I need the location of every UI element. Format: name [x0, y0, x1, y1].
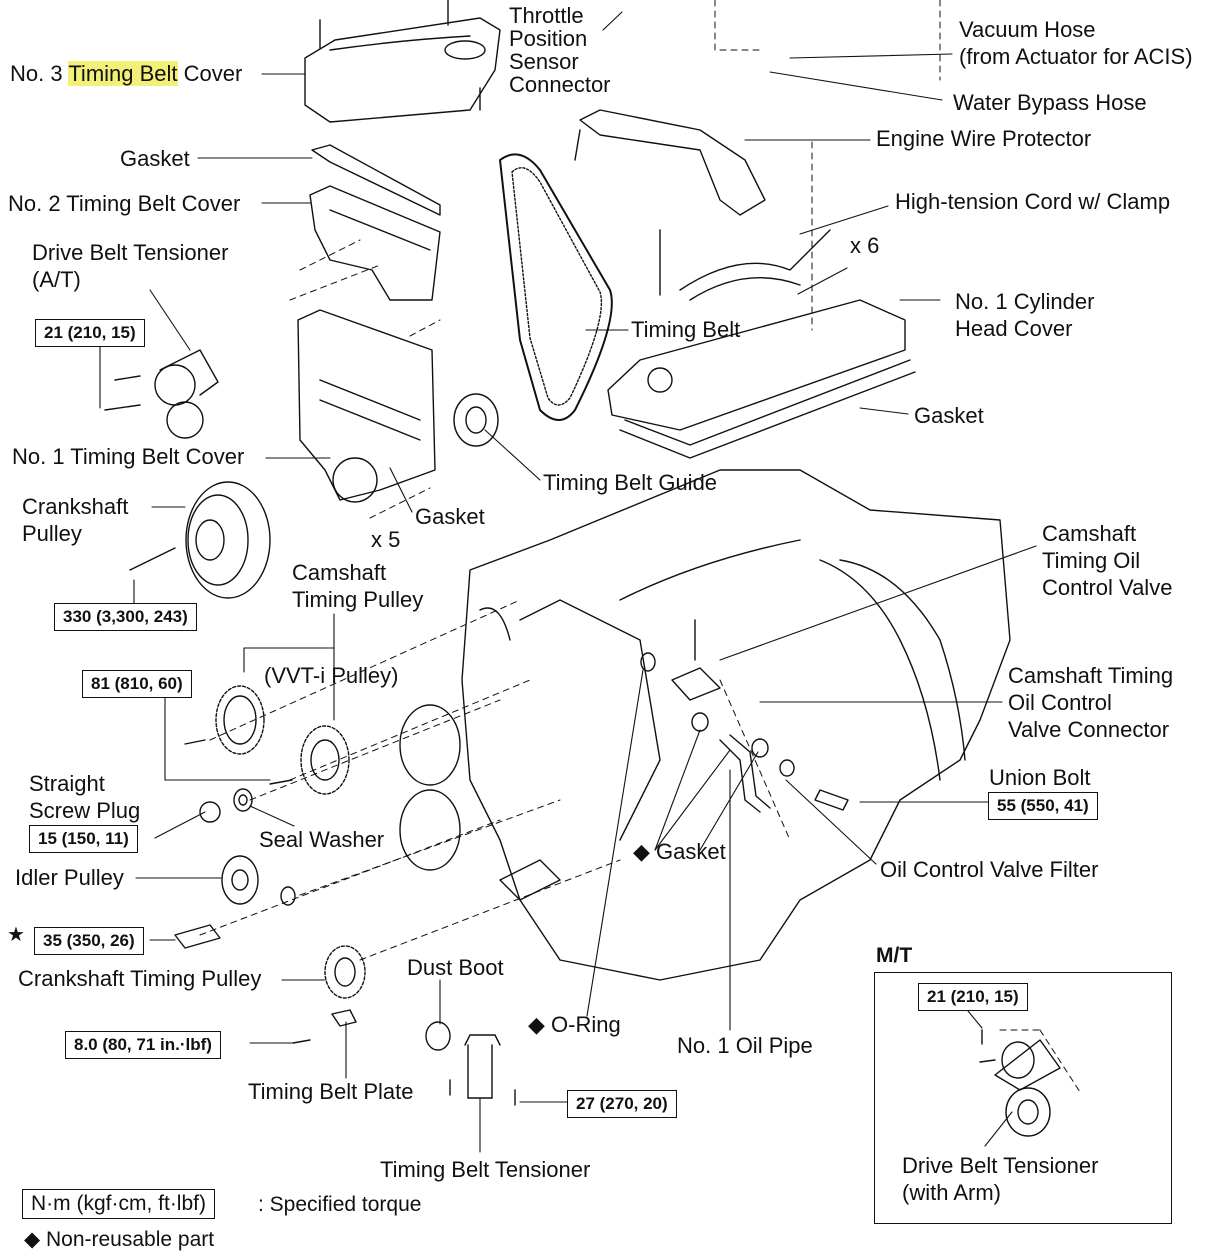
label-high-tension-cord: High-tension Cord w/ Clamp	[895, 189, 1171, 214]
label-no1-cylinder-head-cover: No. 1 Cylinder Head Cover	[955, 289, 1095, 341]
no3-timing-belt-cover	[304, 0, 501, 123]
oil-control-valve-shape	[640, 619, 849, 813]
torque-box-idler-pulley: 35 (350, 26)	[34, 927, 144, 955]
label-oil-control-valve-filter: Oil Control Valve Filter	[880, 857, 1099, 882]
label-x6: x 6	[850, 233, 880, 258]
legend-torque-unit-box: N·m (kgf·cm, ft·lbf)	[22, 1189, 215, 1219]
label-no2-timing-belt-cover: No. 2 Timing Belt Cover	[8, 191, 241, 216]
label-valve-connector: Camshaft Timing Oil Control Valve Connec…	[1008, 663, 1174, 742]
engine-wire-protector-shape	[574, 109, 766, 216]
label-crankshaft-pulley: Crankshaft Pulley	[22, 494, 129, 546]
label-gasket-head-cover: Gasket	[914, 403, 984, 428]
mt-drive-belt-tensioner-shape	[979, 1029, 1061, 1137]
star-symbol-icon: ★	[7, 924, 25, 946]
label-seal-washer: Seal Washer	[259, 827, 385, 852]
cylinder-head-cover-shape	[607, 229, 916, 459]
crankshaft-pulley-shape	[129, 481, 271, 599]
torque-box-tensioner: 27 (270, 20)	[567, 1090, 677, 1118]
timing-belt-shape	[499, 153, 613, 421]
label-x5: x 5	[371, 527, 401, 552]
label-drive-belt-tensioner-at: Drive Belt Tensioner (A/T)	[32, 240, 229, 292]
torque-box-mt-tensioner: 21 (210, 15)	[918, 983, 1028, 1011]
camshaft-timing-pulleys-shape	[184, 685, 350, 795]
high-tension-cord-shape	[679, 229, 831, 301]
label-crankshaft-timing-pulley: Crankshaft Timing Pulley	[18, 966, 262, 991]
label-timing-belt-guide: Timing Belt Guide	[543, 470, 718, 495]
label-o-ring: ◆ O-Ring	[528, 1012, 621, 1037]
legend-non-reusable: ◆ Non-reusable part	[24, 1228, 215, 1251]
label-camshaft-timing-oil-control-valve: Camshaft Timing Oil Control Valve	[1042, 521, 1173, 600]
label-no3-suffix: Cover	[177, 61, 243, 86]
label-camshaft-timing-pulley: Camshaft Timing Pulley	[292, 560, 424, 612]
label-no3-highlight: Timing Belt	[68, 61, 178, 86]
label-dust-boot: Dust Boot	[407, 955, 504, 980]
label-no3-prefix: No. 3	[10, 61, 69, 86]
legend-torque-unit-text: : Specified torque	[258, 1193, 422, 1216]
torque-box-union-bolt: 55 (550, 41)	[988, 792, 1098, 820]
label-throttle-position-sensor: Throttle Position Sensor Connector	[509, 3, 611, 97]
assembly-guides	[199, 0, 1081, 1093]
label-straight-screw-plug: Straight Screw Plug	[29, 771, 141, 823]
torque-box-camshaft-pulley: 81 (810, 60)	[82, 670, 192, 698]
no2-timing-belt-cover	[309, 144, 441, 301]
label-vacuum-hose: Vacuum Hose (from Actuator for ACIS)	[959, 17, 1193, 69]
idler-and-plug-shapes	[174, 788, 296, 949]
label-no1-timing-belt-cover: No. 1 Timing Belt Cover	[12, 444, 245, 469]
label-gasket-oil-pipe: ◆ Gasket	[633, 839, 726, 864]
label-drive-belt-tensioner-with-arm: Drive Belt Tensioner (with Arm)	[902, 1153, 1099, 1205]
torque-box-drive-belt-tensioner: 21 (210, 15)	[35, 319, 145, 347]
label-engine-wire-protector: Engine Wire Protector	[876, 126, 1092, 151]
crankshaft-timing-pulley-shape	[292, 945, 366, 1044]
label-union-bolt: Union Bolt	[989, 765, 1091, 790]
label-timing-belt-plate: Timing Belt Plate	[248, 1079, 414, 1104]
torque-box-straight-screw-plug: 15 (150, 11)	[29, 825, 138, 853]
mt-inset-frame	[874, 972, 1172, 1224]
engine-block-shape	[399, 469, 1011, 981]
label-vvti-pulley: (VVT-i Pulley)	[264, 663, 399, 688]
timing-belt-guide-shape	[453, 393, 499, 447]
torque-box-timing-belt-plate: 8.0 (80, 71 in.·lbf)	[65, 1031, 221, 1059]
label-no1-oil-pipe: No. 1 Oil Pipe	[677, 1033, 813, 1058]
label-gasket-cover: Gasket	[415, 504, 485, 529]
label-water-bypass-hose: Water Bypass Hose	[953, 90, 1147, 115]
label-timing-belt-tensioner: Timing Belt Tensioner	[380, 1157, 591, 1182]
drive-belt-tensioner-at-shape	[104, 349, 219, 439]
torque-box-crankshaft-pulley: 330 (3,300, 243)	[54, 603, 197, 631]
label-no3-timing-belt-cover: No. 3 Timing Belt Cover	[10, 60, 242, 87]
timing-belt-tensioner-shape	[425, 1021, 516, 1106]
mt-inset-title: M/T	[876, 944, 913, 967]
label-gasket-top: Gasket	[120, 146, 190, 171]
no1-timing-belt-cover	[297, 309, 436, 503]
label-timing-belt: Timing Belt	[631, 317, 741, 342]
label-idler-pulley: Idler Pulley	[15, 865, 124, 890]
